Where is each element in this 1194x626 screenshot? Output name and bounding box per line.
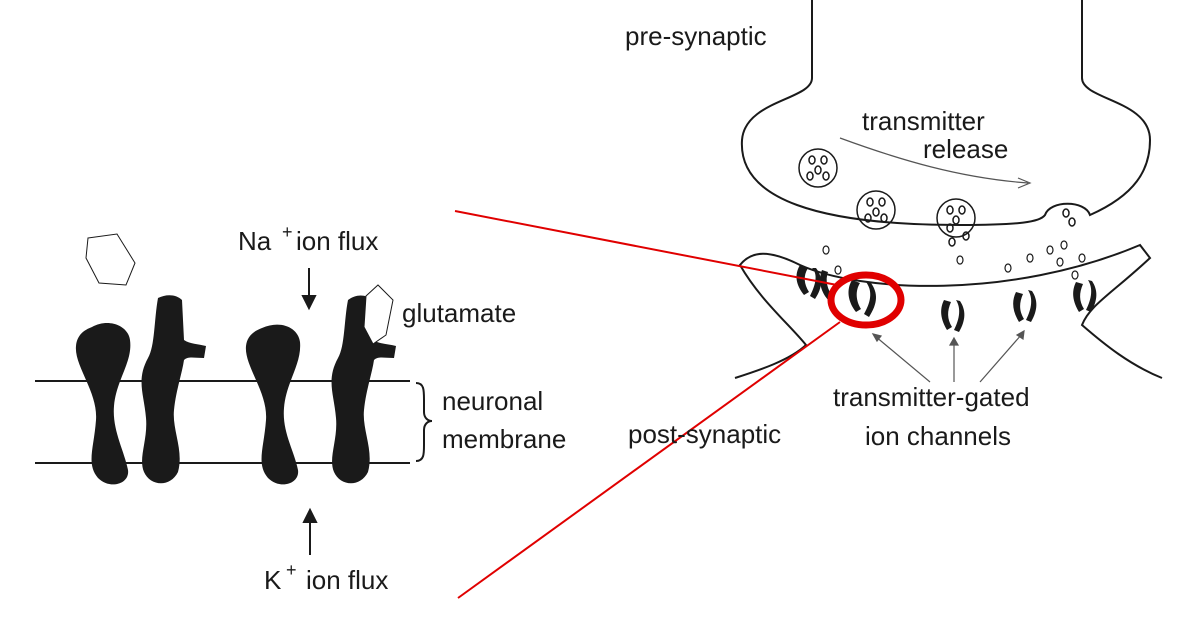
transmitter-label: transmitter bbox=[862, 106, 985, 136]
glutamate-label: glutamate bbox=[402, 298, 516, 328]
na-superscript: + bbox=[282, 222, 293, 242]
highlight-circle bbox=[827, 271, 905, 329]
na-ion-flux-label: Na + ion flux bbox=[238, 222, 378, 256]
closed-channel bbox=[75, 295, 206, 485]
k-flux-text: ion flux bbox=[306, 565, 388, 595]
free-glutamate-molecule bbox=[85, 233, 136, 286]
postsynaptic-channels bbox=[796, 265, 1097, 332]
channels-label-line2: ion channels bbox=[865, 421, 1011, 451]
k-superscript: + bbox=[286, 560, 297, 580]
k-flux-arrow bbox=[302, 507, 318, 555]
glutamate-bound-channel bbox=[245, 295, 396, 485]
synaptic-vesicles bbox=[798, 148, 1076, 247]
na-flux-text: ion flux bbox=[296, 226, 378, 256]
membrane-label: membrane bbox=[442, 424, 566, 454]
k-symbol: K bbox=[264, 565, 282, 595]
post-synaptic-label: post-synaptic bbox=[628, 419, 781, 449]
na-flux-arrow bbox=[301, 268, 317, 311]
highlighted-channel bbox=[848, 280, 877, 317]
release-label: release bbox=[923, 134, 1008, 164]
bound-glutamate-molecule bbox=[363, 284, 394, 345]
channels-label-line1: transmitter-gated bbox=[833, 382, 1030, 412]
postsynaptic-membrane bbox=[734, 243, 1163, 379]
membrane-brace bbox=[415, 382, 433, 462]
transmitter-release-arrow bbox=[839, 137, 1032, 189]
presynaptic-terminal bbox=[740, 0, 1152, 227]
released-transmitter-molecules bbox=[822, 240, 1086, 280]
k-ion-flux-label: K + ion flux bbox=[264, 560, 388, 595]
pre-synaptic-label: pre-synaptic bbox=[625, 21, 767, 51]
neuronal-label: neuronal bbox=[442, 386, 543, 416]
na-symbol: Na bbox=[238, 226, 272, 256]
channel-pointer-arrows bbox=[871, 329, 1025, 383]
zoom-lines bbox=[454, 210, 841, 599]
